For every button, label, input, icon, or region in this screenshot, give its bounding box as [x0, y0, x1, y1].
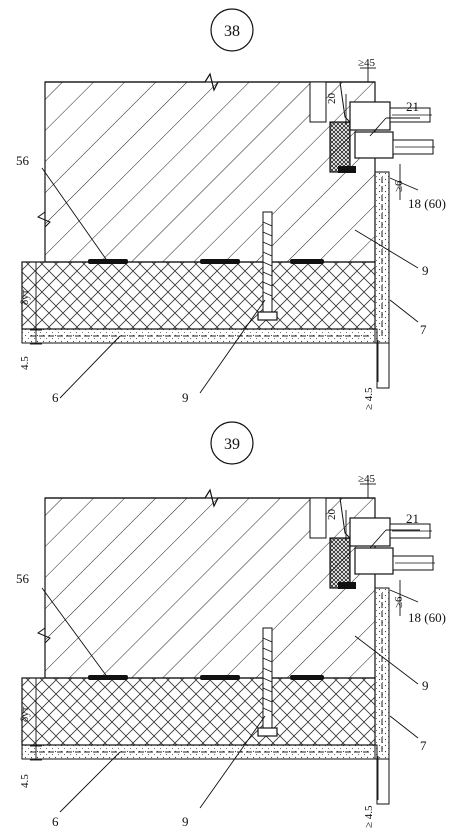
detail-38: 38 56 21 18 (60)	[16, 8, 446, 410]
label-9-right: 9	[422, 263, 429, 278]
dim-4-5: 4.5	[19, 774, 31, 788]
label-7: 7	[420, 322, 427, 337]
detail-number: 39	[224, 436, 240, 453]
detail-number-circle	[210, 8, 254, 52]
label-9-bottom: 9	[182, 814, 189, 829]
label-56: 56	[16, 571, 30, 586]
detail-number: 38	[224, 23, 240, 40]
label-6: 6	[52, 390, 59, 405]
label-56: 56	[16, 153, 30, 168]
dim-min-4-5: ≥ 4.5	[363, 805, 375, 828]
dim-6: ≥6	[393, 180, 405, 192]
label-18: 18 (60)	[408, 196, 446, 211]
dim-6: ≥6	[393, 596, 405, 608]
label-9-bottom: 9	[182, 390, 189, 405]
dim-min-4-5: ≥ 4.5	[363, 387, 375, 410]
dim-45: ≥45	[358, 473, 376, 485]
dim-20: 20	[326, 509, 338, 521]
dim-4-5: 4.5	[19, 356, 31, 370]
detail-39: 39 56 21 18 (60) 9 7	[16, 421, 446, 829]
detail-number-circle	[210, 421, 254, 465]
label-6: 6	[52, 814, 59, 829]
dim-insulation: δут	[19, 706, 31, 722]
label-21: 21	[406, 99, 419, 114]
dim-insulation: δут	[19, 289, 31, 305]
label-7: 7	[420, 738, 427, 753]
label-21: 21	[406, 511, 419, 526]
dim-20: 20	[326, 93, 338, 105]
label-9-right: 9	[422, 678, 429, 693]
dim-45: ≥45	[358, 57, 376, 69]
label-18: 18 (60)	[408, 610, 446, 625]
